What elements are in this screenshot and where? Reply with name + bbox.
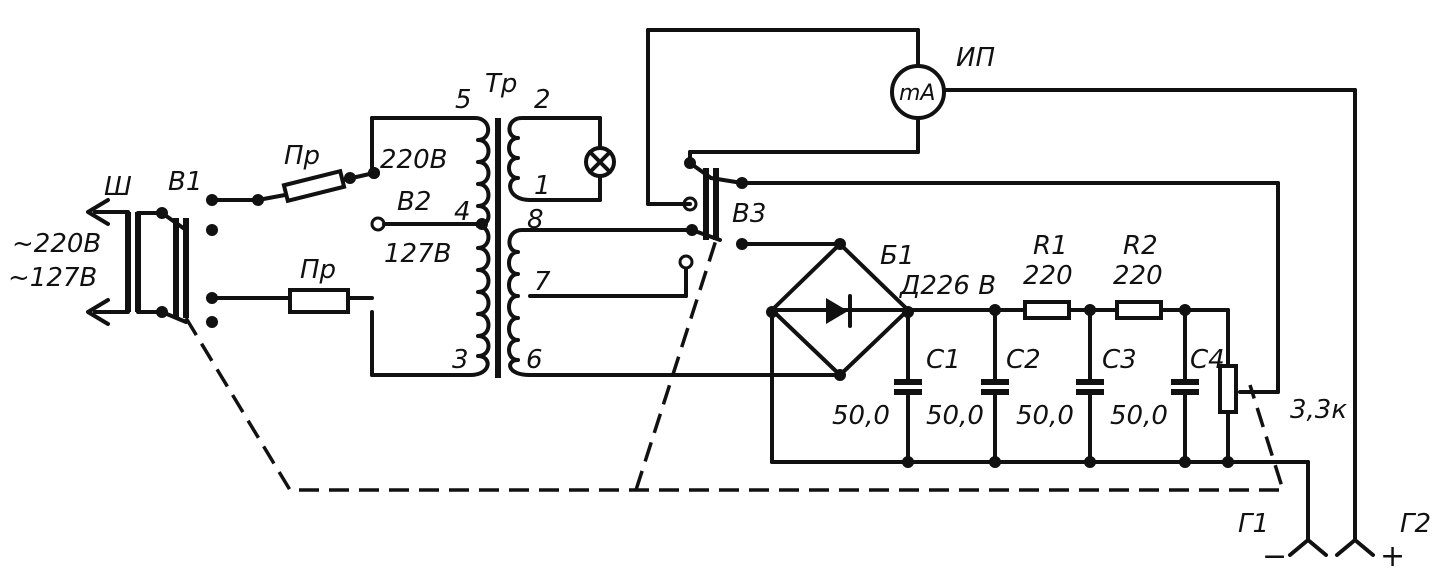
g1-label: Г1 [1238, 509, 1269, 539]
c4-ref-label: С4 [1190, 345, 1225, 375]
labels: Ш ~220В ~127В В1 Пр Пр Тр 5 4 3 2 1 8 7 … [8, 43, 1431, 574]
switch-b1-label: В1 [168, 167, 202, 197]
switch-b1 [136, 194, 218, 328]
resistor-r2 [1115, 300, 1163, 320]
bridge-ref-label: Б1 [880, 241, 914, 271]
output-terminals [1288, 538, 1375, 557]
tap-1-label: 1 [534, 171, 551, 201]
g2-label: Г2 [1400, 509, 1431, 539]
diode-icon [826, 298, 848, 324]
diode-label: Д226 В [899, 271, 996, 301]
milliammeter [890, 64, 1357, 542]
pot-value-label: 3,3к [1290, 395, 1347, 425]
bridge-rectifier [740, 238, 914, 381]
c3-value-label: 50,0 [1016, 401, 1074, 431]
resistor-r1 [1023, 300, 1071, 320]
mains-220-label: ~220В [12, 229, 101, 259]
voltage-220-label: 220В [380, 145, 447, 175]
transformer-label: Тр [485, 69, 517, 99]
mains-127-label: ~127В [8, 263, 97, 293]
tap-5-label: 5 [455, 85, 472, 115]
mains-plug [86, 198, 141, 326]
minus-sign: − [1262, 539, 1287, 574]
c3-ref-label: С3 [1102, 345, 1137, 375]
r2-ref-label: R2 [1123, 231, 1158, 261]
voltage-127-label: 127В [384, 239, 451, 269]
tap-8-label: 8 [527, 205, 544, 235]
secondary-wiring [528, 224, 842, 377]
meter-unit-label: mA [899, 81, 935, 106]
r1-value-label: 220 [1023, 261, 1073, 291]
switch-b3 [646, 28, 920, 250]
c1-value-label: 50,0 [832, 401, 890, 431]
switch-b2-label: В2 [397, 187, 431, 217]
r1-ref-label: R1 [1033, 231, 1068, 261]
filter-network [770, 300, 1310, 542]
c2-value-label: 50,0 [926, 401, 984, 431]
primary-wiring [368, 116, 488, 232]
c1-ref-label: С1 [926, 345, 961, 375]
tap-4-label: 4 [454, 197, 471, 227]
r2-value-label: 220 [1113, 261, 1163, 291]
switch-b3-label: В3 [732, 199, 766, 229]
fuse-bottom-label: Пр [300, 255, 336, 285]
c4-value-label: 50,0 [1110, 401, 1168, 431]
transformer [468, 116, 532, 378]
tap-3-label: 3 [452, 345, 469, 375]
c2-ref-label: С2 [1006, 345, 1041, 375]
bottom-fuse-line [210, 288, 472, 377]
meter-ref-label: ИП [956, 43, 995, 73]
top-fuse-line [210, 167, 380, 206]
plug-label: Ш [104, 172, 132, 202]
fuse-top-label: Пр [284, 141, 320, 171]
tap-7-label: 7 [534, 267, 551, 297]
tap-2-label: 2 [534, 85, 551, 115]
lamp-circuit [528, 116, 616, 202]
tap-6-label: 6 [526, 345, 543, 375]
plus-sign: + [1380, 539, 1405, 574]
switch-linkage [184, 239, 1286, 492]
